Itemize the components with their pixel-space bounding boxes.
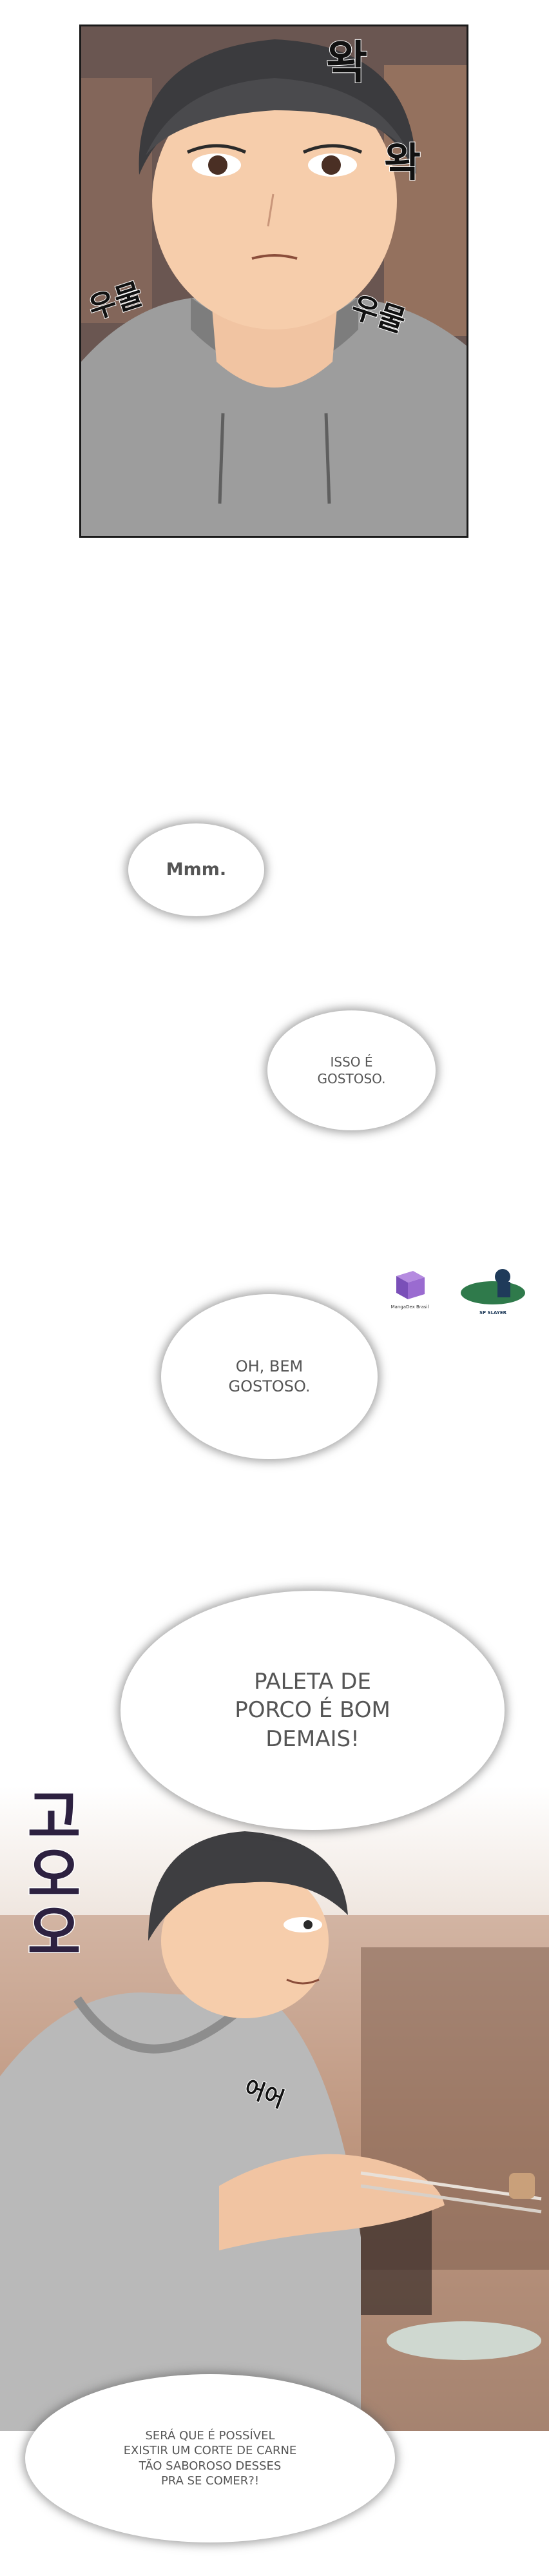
- bubble-text-sera-que: SERÁ QUE É POSSÍVEL EXISTIR UM CORTE DE …: [123, 2428, 297, 2488]
- speech-bubble-paleta-de-porco: PALETA DE PORCO É BOM DEMAIS!: [122, 1593, 503, 1828]
- speech-bubble-isso-e-gostoso: ISSO É GOSTOSO.: [269, 1012, 434, 1128]
- bubble-text-paleta-de-porco: PALETA DE PORCO É BOM DEMAIS!: [235, 1669, 390, 1752]
- watermark-left-caption: MangaDex Brasil: [390, 1304, 429, 1310]
- team-logo-icon: [461, 1269, 525, 1304]
- watermark-right-caption: SP SLAYER: [479, 1310, 507, 1315]
- bubble-text-isso-e-gostoso: ISSO É GOSTOSO.: [317, 1054, 386, 1086]
- eating-scene-illustration: [0, 1831, 549, 2431]
- cube-logo-icon: [396, 1271, 425, 1299]
- speech-bubble-oh-bem-gostoso: OH, BEM GOSTOSO.: [163, 1296, 376, 1457]
- comic-panel-top: 왁 왁 우물 우물: [79, 25, 468, 538]
- speech-bubble-sera-que: SERÁ QUE É POSSÍVEL EXISTIR UM CORTE DE …: [27, 2376, 393, 2541]
- sfx-wak-1: 왁: [325, 35, 368, 90]
- bubble-text-oh-bem-gostoso: OH, BEM GOSTOSO.: [228, 1357, 311, 1395]
- character-closeup-illustration: [81, 26, 467, 536]
- bubble-text-mmm: Mmm.: [166, 860, 227, 880]
- sfx-goo: 고오오: [14, 1786, 84, 1961]
- watermark-left: MangaDex Brasil: [390, 1267, 430, 1310]
- sfx-wak-2: 왁: [383, 138, 421, 186]
- watermark-right: SP SLAYER: [458, 1264, 528, 1315]
- comic-panel-bottom: 고오오 어어: [0, 1786, 549, 2431]
- speech-bubble-mmm: Mmm.: [130, 825, 262, 914]
